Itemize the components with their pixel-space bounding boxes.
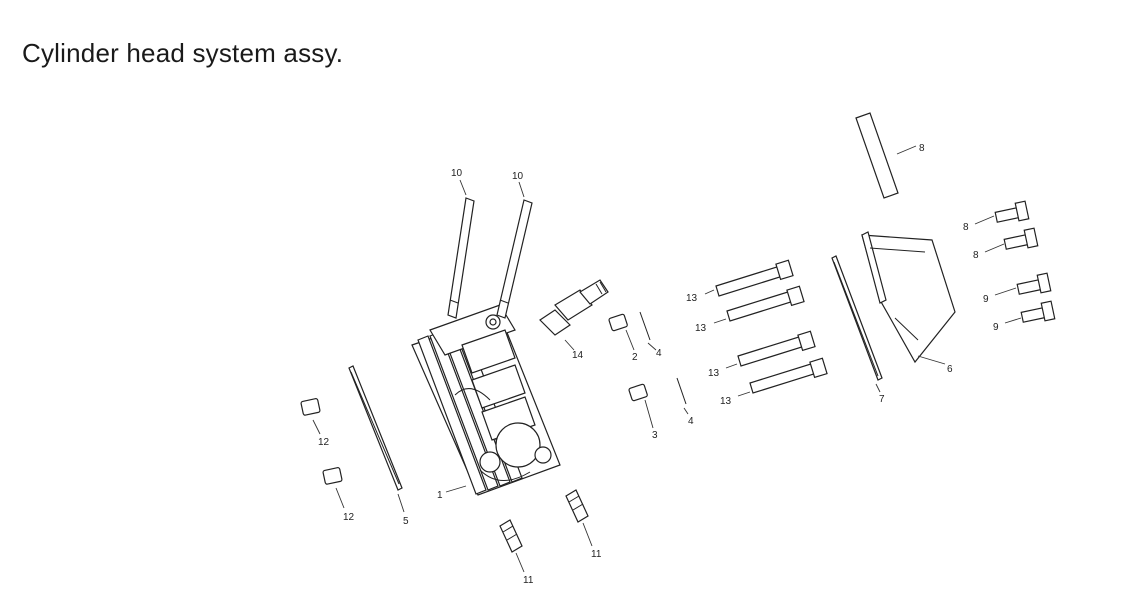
spark-plug-part (539, 279, 609, 336)
short-bolt-part (994, 200, 1030, 223)
callout-11: 11 (523, 575, 534, 586)
callout-13: 13 (695, 323, 707, 334)
callout-13: 13 (720, 396, 732, 407)
gasket-part (831, 255, 883, 381)
long-bolt-part (737, 330, 816, 367)
callout-5: 5 (403, 516, 409, 527)
callout-13: 13 (686, 293, 698, 304)
plug-part (608, 313, 628, 332)
short-bolt-part (1003, 227, 1039, 250)
callout-9: 9 (983, 294, 989, 305)
callout-2: 2 (632, 352, 638, 363)
callout-8: 8 (919, 143, 925, 154)
callout-4: 4 (656, 348, 662, 359)
long-bolt-part (726, 285, 805, 322)
callout-10: 10 (451, 168, 463, 179)
callout-12: 12 (343, 512, 355, 523)
callout-9: 9 (993, 322, 999, 333)
callout-4: 4 (688, 416, 694, 427)
push-rod-part (447, 197, 475, 319)
callout-13: 13 (708, 368, 720, 379)
callout-3: 3 (652, 430, 658, 441)
callout-10: 10 (512, 171, 524, 182)
callout-7: 7 (879, 394, 885, 405)
nipple-part (499, 519, 523, 553)
head-gasket-part (348, 365, 403, 491)
short-bolt-part (1016, 272, 1052, 295)
pin-part (639, 311, 687, 405)
callout-8: 8 (963, 222, 969, 233)
plug-part (628, 383, 648, 402)
leader-lines (312, 145, 1022, 573)
callout-11: 11 (591, 549, 602, 560)
callout-labels: 10 10 14 2 4 3 4 13 13 13 13 7 6 8 8 8 9… (318, 143, 999, 586)
callout-6: 6 (947, 364, 953, 375)
callout-8: 8 (973, 250, 979, 261)
callout-14: 14 (572, 350, 584, 361)
short-bolt-part (1020, 300, 1056, 323)
nipple-part (565, 489, 589, 523)
long-bolt-part (715, 259, 794, 297)
push-rod-part (496, 199, 533, 319)
callout-1: 1 (437, 490, 443, 501)
long-bolt-part (749, 357, 828, 394)
dowel-block-part (300, 398, 321, 416)
cover-plate-part (855, 112, 899, 199)
dowel-block-part (322, 467, 343, 485)
callout-12: 12 (318, 437, 330, 448)
page-title: Cylinder head system assy. (22, 38, 344, 68)
cylinder-head-part (411, 304, 561, 496)
valve-cover-part (861, 231, 956, 364)
